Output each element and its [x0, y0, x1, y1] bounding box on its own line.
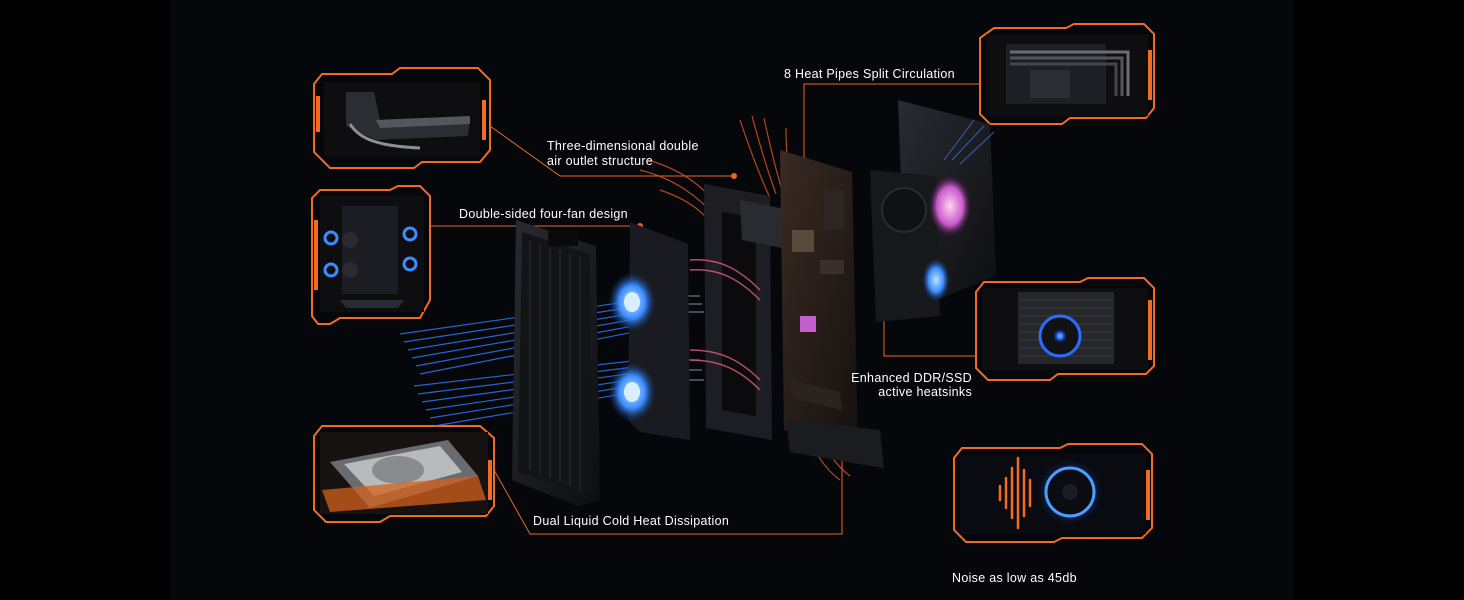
thumb-heat-pipes: [1006, 44, 1130, 104]
label-air-outlet-line2: air outlet structure: [547, 154, 654, 168]
motherboard: [780, 150, 858, 450]
thumb-liquid-cold: [322, 440, 486, 512]
thumb-air-outlet: [346, 92, 470, 150]
label-ddr-ssd-line2: active heatsinks: [878, 385, 972, 399]
heat-pipe-frame: [689, 184, 792, 440]
front-fans: [608, 222, 690, 440]
leader-lines: [430, 83, 980, 535]
label-heat-pipes: 8 Heat Pipes Split Circulation: [784, 67, 955, 81]
label-four-fan: Double-sided four-fan design: [459, 207, 628, 221]
thumb-four-fan: [323, 206, 418, 308]
rear-shell: [870, 100, 996, 322]
thumb-ddr-ssd: [1018, 292, 1114, 364]
label-air-outlet-line1: Three-dimensional double: [547, 139, 699, 153]
label-liquid-cold: Dual Liquid Cold Heat Dissipation: [533, 514, 730, 528]
thumb-noise: [998, 456, 1106, 530]
front-mesh-panel: [512, 220, 600, 506]
label-ddr-ssd-line1: Enhanced DDR/SSD: [851, 371, 972, 385]
label-noise: Noise as low as 45db: [952, 571, 1077, 585]
stand: [786, 420, 884, 468]
